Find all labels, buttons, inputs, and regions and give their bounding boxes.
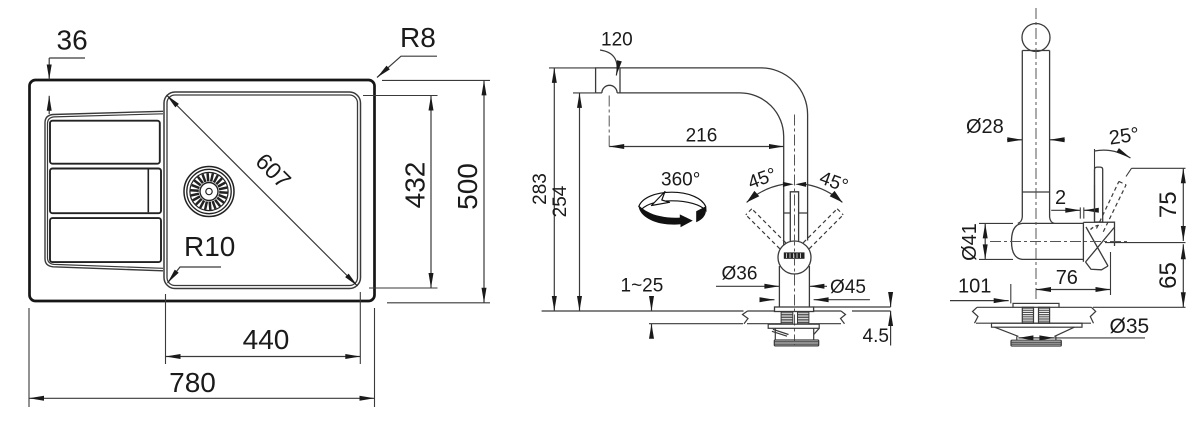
svg-text:432: 432 xyxy=(400,162,431,209)
svg-text:254: 254 xyxy=(550,185,571,217)
svg-text:Ø36: Ø36 xyxy=(722,264,758,285)
svg-text:36: 36 xyxy=(57,25,88,56)
svg-text:75: 75 xyxy=(1155,191,1182,218)
svg-text:Ø45: Ø45 xyxy=(830,277,866,298)
svg-text:283: 283 xyxy=(530,173,551,205)
svg-text:500: 500 xyxy=(452,163,483,210)
svg-text:120: 120 xyxy=(601,30,633,51)
svg-text:45°: 45° xyxy=(745,164,779,194)
svg-text:R8: R8 xyxy=(400,22,436,53)
svg-text:65: 65 xyxy=(1155,262,1182,289)
svg-text:Ø41: Ø41 xyxy=(959,223,981,261)
svg-text:25°: 25° xyxy=(1108,124,1141,150)
svg-text:R10: R10 xyxy=(184,231,235,262)
svg-text:2: 2 xyxy=(1055,187,1066,209)
svg-text:101: 101 xyxy=(958,276,991,298)
svg-text:45°: 45° xyxy=(817,168,851,198)
svg-text:360°: 360° xyxy=(661,170,700,191)
svg-text:216: 216 xyxy=(686,126,718,147)
svg-text:4.5: 4.5 xyxy=(863,326,889,347)
svg-text:Ø28: Ø28 xyxy=(966,116,1004,138)
svg-text:Ø35: Ø35 xyxy=(1110,315,1150,338)
svg-text:76: 76 xyxy=(1056,267,1078,289)
svg-text:440: 440 xyxy=(243,324,290,355)
svg-text:780: 780 xyxy=(169,367,216,398)
svg-text:1~25: 1~25 xyxy=(621,276,664,297)
